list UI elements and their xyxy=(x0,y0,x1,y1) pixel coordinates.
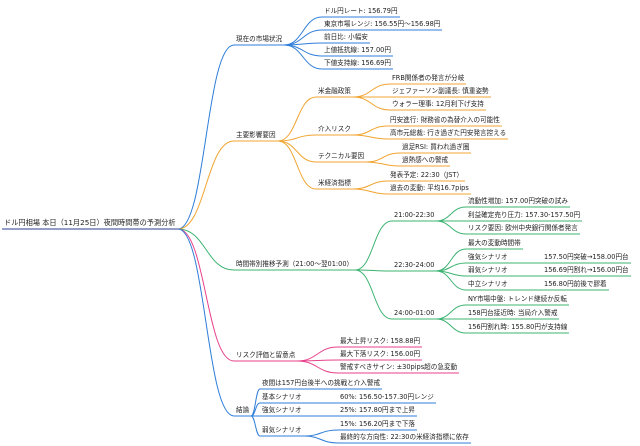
connector-sub-time-2400 xyxy=(354,269,393,320)
connector-leaf-resistance xyxy=(283,44,323,57)
branch-forecast: 時間帯別推移予測（21:00〜翌01:00） xyxy=(236,260,354,268)
connector-leaf-support xyxy=(283,44,323,70)
scenario-bull-detail: 157.50円突破→158.00円台 xyxy=(544,253,629,261)
leaf-technical-1: 過足RSI: 買われ過ぎ圏 xyxy=(402,143,470,151)
leaf-risk-2: 最大下落リスク: 156.00円 xyxy=(340,350,421,358)
sub-technical: テクニカル要因 xyxy=(318,152,365,160)
sub-intervention: 介入リスク xyxy=(318,125,351,133)
scenario-base-detail: 60%: 156.50-157.30円レンジ xyxy=(340,393,434,401)
connector-leaf-technical-2 xyxy=(365,161,401,167)
leaf-t1-2: 利益確定売り圧力: 157.30-157.50円 xyxy=(468,211,581,219)
leaf-bear2-2: 最終的な方向性: 22:30の米経済指標に依存 xyxy=(340,433,469,441)
connector-sub-technical xyxy=(277,140,317,163)
leaf-indicators-2: 過去の変動: 平均16.7pips xyxy=(390,184,469,192)
leaf-t1-3: リスク要因: 欧州中央銀行関係者発言 xyxy=(468,224,578,232)
branch-conclusion: 結論 xyxy=(236,406,250,414)
connector-branch-risk xyxy=(177,228,235,362)
branch-factors: 主要影響要因 xyxy=(236,131,276,139)
connector-sub-time-2230 xyxy=(354,269,393,272)
leaf-t3-1: NY市場中盤: トレンド継続か反転 xyxy=(468,295,567,303)
connector-leaf-t2-lead xyxy=(435,248,467,272)
connector-leaf-indicators-1 xyxy=(352,180,389,190)
leaf-technical-2: 過熱感への警戒 xyxy=(402,156,449,164)
leaf-risk-1: 最大上昇リスク: 158.88円 xyxy=(340,337,421,345)
leaf-t3-3: 156円割れ時: 155.80円が支持線 xyxy=(468,323,568,331)
leaf-usd-rate: ドル円レート: 156.79円 xyxy=(324,7,398,15)
connector-branch-factors xyxy=(177,140,235,230)
leaf-support: 下値支持線: 156.69円 xyxy=(324,59,391,67)
leaf-intervention-2: 高市元総裁: 行き過ぎた円安発言控える xyxy=(390,129,507,137)
branch-risk: リスク評価と留意点 xyxy=(236,351,296,359)
connector-sub-monetary-policy xyxy=(277,96,317,142)
connector-branch-forecast xyxy=(177,228,235,271)
connector-leaf-risk-1 xyxy=(296,346,339,362)
connector-leaf-intervention-2 xyxy=(352,134,389,140)
connector-leaf-policy-3 xyxy=(352,96,391,111)
leaf-policy-1: FRB関係者の発言が分岐 xyxy=(392,74,465,82)
leaf-risk-3: 警戒すべきサイン: ±30pips超の急変動 xyxy=(340,363,458,371)
sub-time-2100: 21:00-22:30 xyxy=(394,211,435,219)
sub-indicators: 米経済指標 xyxy=(318,179,351,187)
scenario-bear-label: 弱気シナリオ xyxy=(468,266,508,274)
connector-sub-time-2100 xyxy=(354,220,393,271)
connector-leaf-t3-3 xyxy=(435,318,467,334)
leaf-t2-lead: 最大の変動時間帯 xyxy=(468,239,521,247)
leaf-indicators-1: 発表予定: 22:30（JST） xyxy=(390,171,464,179)
scenario-neutral-detail: 156.80円前後で膠着 xyxy=(544,280,607,288)
scenario-neutral-label: 中立シナリオ xyxy=(468,280,508,288)
connector-leaf-technical-1 xyxy=(365,152,401,163)
connector-leaf-t1-1 xyxy=(435,206,467,222)
connector-leaf-risk-3 xyxy=(296,360,339,374)
scenario-bull-label: 強気シナリオ xyxy=(468,253,508,261)
connector-leaf-indicators-2 xyxy=(352,188,389,195)
scenario-bull2-label: 強気シナリオ xyxy=(262,406,302,414)
scenario-bear-detail: 156.69円割れ→156.00円台 xyxy=(544,266,629,274)
leaf-policy-2: ジェファーソン副議長: 慎重姿勢 xyxy=(392,87,489,95)
connector-branch-conclusion xyxy=(177,228,235,417)
conclusion-lead: 夜間は157円台後半への挑戦と介入警戒 xyxy=(262,379,381,387)
leaf-policy-3: ウォラー理事: 12月利下げ支持 xyxy=(392,100,484,108)
connector-leaf-intervention-1 xyxy=(352,125,389,136)
leaf-tokyo-range: 東京市場レンジ: 156.55円〜156.98円 xyxy=(324,20,441,28)
connector-branch-current-market xyxy=(177,44,235,230)
leaf-intervention-1: 円安進行: 財務省の為替介入の可能性 xyxy=(390,116,500,124)
scenario-base-label: 基本シナリオ xyxy=(262,393,302,401)
branch-current-market: 現在の市場状況 xyxy=(236,35,283,43)
leaf-t3-2: 158円台接近時: 当局介入警戒 xyxy=(468,309,558,317)
leaf-day-change: 前日比: 小幅安 xyxy=(324,33,368,41)
scenario-bear2-label: 弱気シナリオ xyxy=(262,426,302,434)
leaf-bear2-1: 15%: 156.20円まで下落 xyxy=(340,420,416,428)
connector-leaf-policy-1 xyxy=(352,83,391,98)
connector-scenario-neutral-label xyxy=(435,270,467,291)
connector-leaf-t3-1 xyxy=(435,304,467,320)
sub-time-2230: 22:30-24:00 xyxy=(394,261,435,269)
connector-sub-intervention xyxy=(277,134,317,142)
sub-monetary-policy: 米金融政策 xyxy=(318,87,351,95)
sub-time-2400: 24:00-01:00 xyxy=(394,309,435,317)
scenario-bull2-detail: 25%: 157.80円まで上昇 xyxy=(340,406,416,414)
leaf-resistance: 上値抵抗線: 157.00円 xyxy=(324,46,391,54)
connector-conclusion-lead xyxy=(250,388,261,417)
root-topic: ドル円相場 本日（11月25日）夜間時間帯の予測分析 xyxy=(4,218,176,227)
connector-scenario-bear2-label xyxy=(250,415,261,437)
leaf-t1-1: 流動性増加: 157.00円突破の試み xyxy=(468,197,568,205)
connector-leaf-bear2-2 xyxy=(303,435,339,444)
connector-leaf-t1-3 xyxy=(435,220,467,235)
connector-sub-indicators xyxy=(277,140,317,190)
connector-leaf-bear2-1 xyxy=(303,429,339,437)
